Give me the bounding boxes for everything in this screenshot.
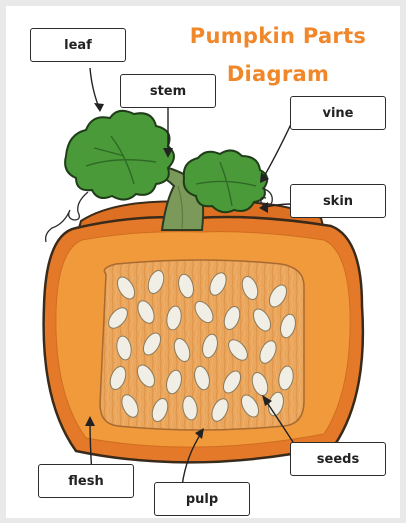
label-pulp: pulp <box>154 482 250 516</box>
worksheet: Pumpkin Parts Diagram leaf stem vine ski… <box>6 6 400 518</box>
label-leaf: leaf <box>30 28 126 62</box>
label-flesh: flesh <box>38 464 134 498</box>
title-line-1: Pumpkin Parts <box>178 24 378 48</box>
label-vine: vine <box>290 96 386 130</box>
label-skin: skin <box>290 184 386 218</box>
label-stem: stem <box>120 74 216 108</box>
label-seeds: seeds <box>290 442 386 476</box>
